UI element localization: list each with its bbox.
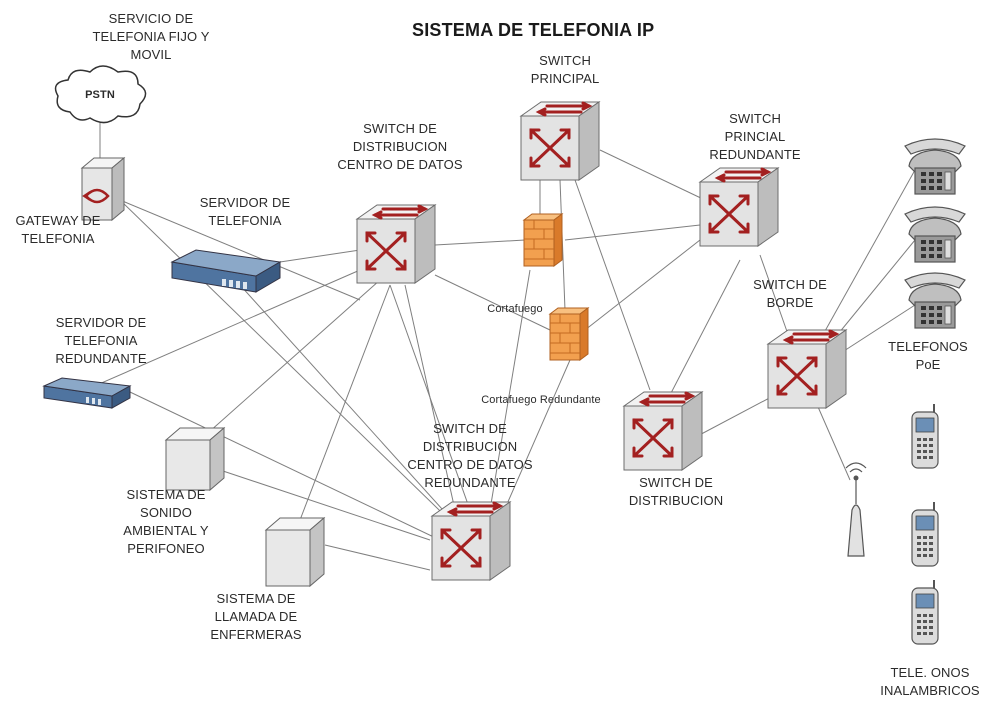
dist-switch-icon xyxy=(622,390,704,472)
diagram-title: SISTEMA DE TELEFONIA IP xyxy=(412,20,655,40)
wireless-phone-icon xyxy=(911,579,939,645)
gateway-icon xyxy=(80,156,126,222)
wireless-phone-icon xyxy=(911,501,939,567)
dist-switch-dc-redundant-icon xyxy=(430,500,512,582)
nurse-call-icon xyxy=(264,516,326,588)
connection-lines xyxy=(89,120,916,571)
firewall-redundant-icon xyxy=(549,307,589,361)
server-redundant-icon xyxy=(42,377,132,409)
access-point-icon xyxy=(845,462,867,557)
firewall-redundant-label: Cortafuego Redundante xyxy=(481,394,601,406)
desk-phone-icon xyxy=(904,206,966,263)
pstn-label: PSTN xyxy=(85,89,115,101)
desk-phone-icon xyxy=(904,272,966,329)
sound-system-icon xyxy=(164,426,226,492)
firewall-label: Cortafuego xyxy=(487,303,543,315)
wireless-phone-icon xyxy=(911,403,939,469)
edge-switch-icon xyxy=(766,328,848,410)
desk-phone-icon xyxy=(904,138,966,195)
dist-switch-dc-icon xyxy=(355,203,437,285)
main-switch-icon xyxy=(519,100,601,182)
firewall-icon xyxy=(523,213,563,267)
pstn-cloud xyxy=(54,65,147,124)
server-icon xyxy=(170,249,282,293)
main-switch-redundant-icon xyxy=(698,166,780,248)
